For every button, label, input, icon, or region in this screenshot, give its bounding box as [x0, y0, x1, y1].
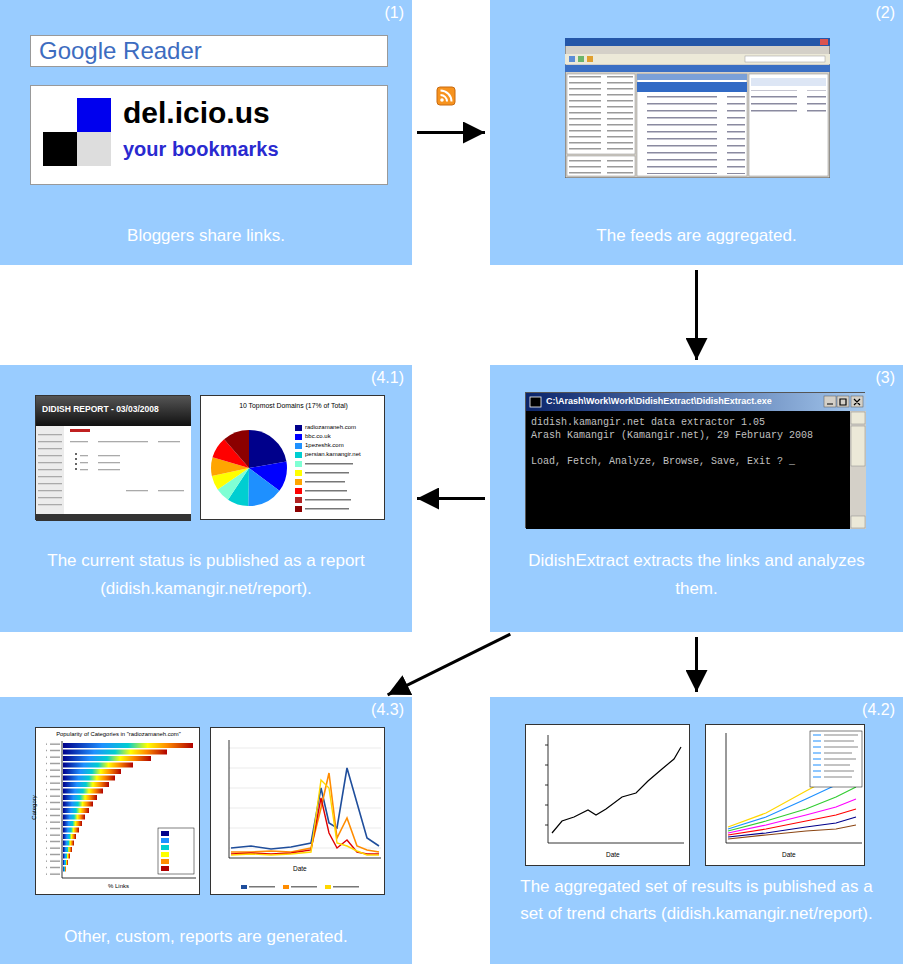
terminal-screenshot: C:\Arash\Work\Work\DidishExtract\DidishE… [525, 392, 865, 528]
flow-arrow [417, 131, 485, 134]
node-text: didish.kamangir.net data extractor 1.05 [531, 417, 765, 429]
pie-chart [201, 396, 386, 521]
callout-number: (2) [875, 4, 895, 22]
node-text: % Links [108, 883, 129, 890]
line-legend [241, 885, 359, 889]
node-text: persian.kamangir.net [305, 451, 361, 458]
node-text: del.icio.us [123, 96, 270, 131]
node-text: Date [782, 851, 796, 858]
trend-chart-screenshot: Date [705, 724, 865, 866]
flow-arrow [695, 270, 698, 360]
stacked-bar-chart [36, 728, 201, 896]
report-screenshot [36, 396, 191, 521]
step-caption: The feeds are aggregated. [505, 222, 888, 250]
pie-chart-screenshot: 10 Topmost Domains (17% of Total) radioza… [200, 395, 385, 520]
step-panel: (4.1) The current status is published as … [0, 365, 412, 632]
flow-arrow [388, 634, 511, 695]
node-text: Category [31, 795, 38, 819]
report-screenshot: DIDISH REPORT - 03/03/2008 [35, 395, 190, 520]
node-text: radiozamaneh.com [305, 424, 356, 431]
step-caption: The aggregated set of results is publish… [520, 873, 873, 927]
step-caption: DidishExtract extracts the links and ana… [520, 547, 873, 603]
bar-chart-screenshot: Popularity of Categories in "radiozamane… [35, 727, 200, 895]
node-text: Popularity of Categories in "radiozamane… [36, 731, 201, 738]
trend-chart [526, 725, 691, 867]
node-text: C:\Arash\Work\Work\DidishExtract\DidishE… [546, 396, 772, 406]
step-panel: (4.3) Other, custom, reports are generate… [0, 697, 412, 964]
node-text: Arash Kamangir (Kamangir.net), 29 Februa… [531, 430, 813, 442]
node-text: Google Reader [39, 37, 202, 65]
node-text: 10 Topmost Domains (17% of Total) [201, 402, 386, 410]
step-caption: The current status is published as a rep… [30, 547, 382, 603]
step-caption: Other, custom, reports are generated. [15, 923, 397, 951]
trend-chart-multi [706, 725, 866, 867]
trend-legend [810, 731, 862, 787]
node-text: DIDISH REPORT - 03/03/2008 [42, 405, 159, 415]
node-text: Load, Fetch, Analyze, Browse, Save, Exit… [531, 456, 795, 468]
step-panel: (4.2) The aggregated set of results is pu… [490, 697, 903, 964]
trend-chart-screenshot: Date [525, 724, 690, 866]
logo-box: del.icio.us your bookmarks [30, 85, 388, 185]
flow-arrow [695, 637, 698, 692]
callout-number: (1) [384, 4, 404, 22]
newsreader-screenshot [565, 38, 830, 178]
callout-number: (4.2) [862, 701, 895, 719]
rss-icon [437, 87, 455, 105]
step-panel: (3) DidishExtract extracts the links and … [490, 365, 903, 632]
line-chart-screenshot: Date [210, 727, 385, 895]
logo-box: Google Reader [30, 35, 388, 67]
step-caption: Bloggers share links. [15, 222, 397, 250]
pie-legend-swatches [295, 425, 353, 512]
flow-arrow [417, 497, 485, 500]
node-text: Date [606, 851, 620, 858]
node-text: 1pezeshk.com [305, 442, 344, 449]
step-panel: (1) Bloggers share links. Google Reader de… [0, 0, 412, 265]
callout-number: (4.3) [371, 701, 404, 719]
step-panel: (2) The feeds are aggregated. [490, 0, 903, 265]
bar-legend [158, 828, 194, 874]
callout-number: (4.1) [371, 369, 404, 387]
node-text: your bookmarks [123, 138, 279, 161]
node-text: Date [293, 865, 307, 872]
node-text: bbc.co.uk [305, 433, 331, 440]
callout-number: (3) [875, 369, 895, 387]
